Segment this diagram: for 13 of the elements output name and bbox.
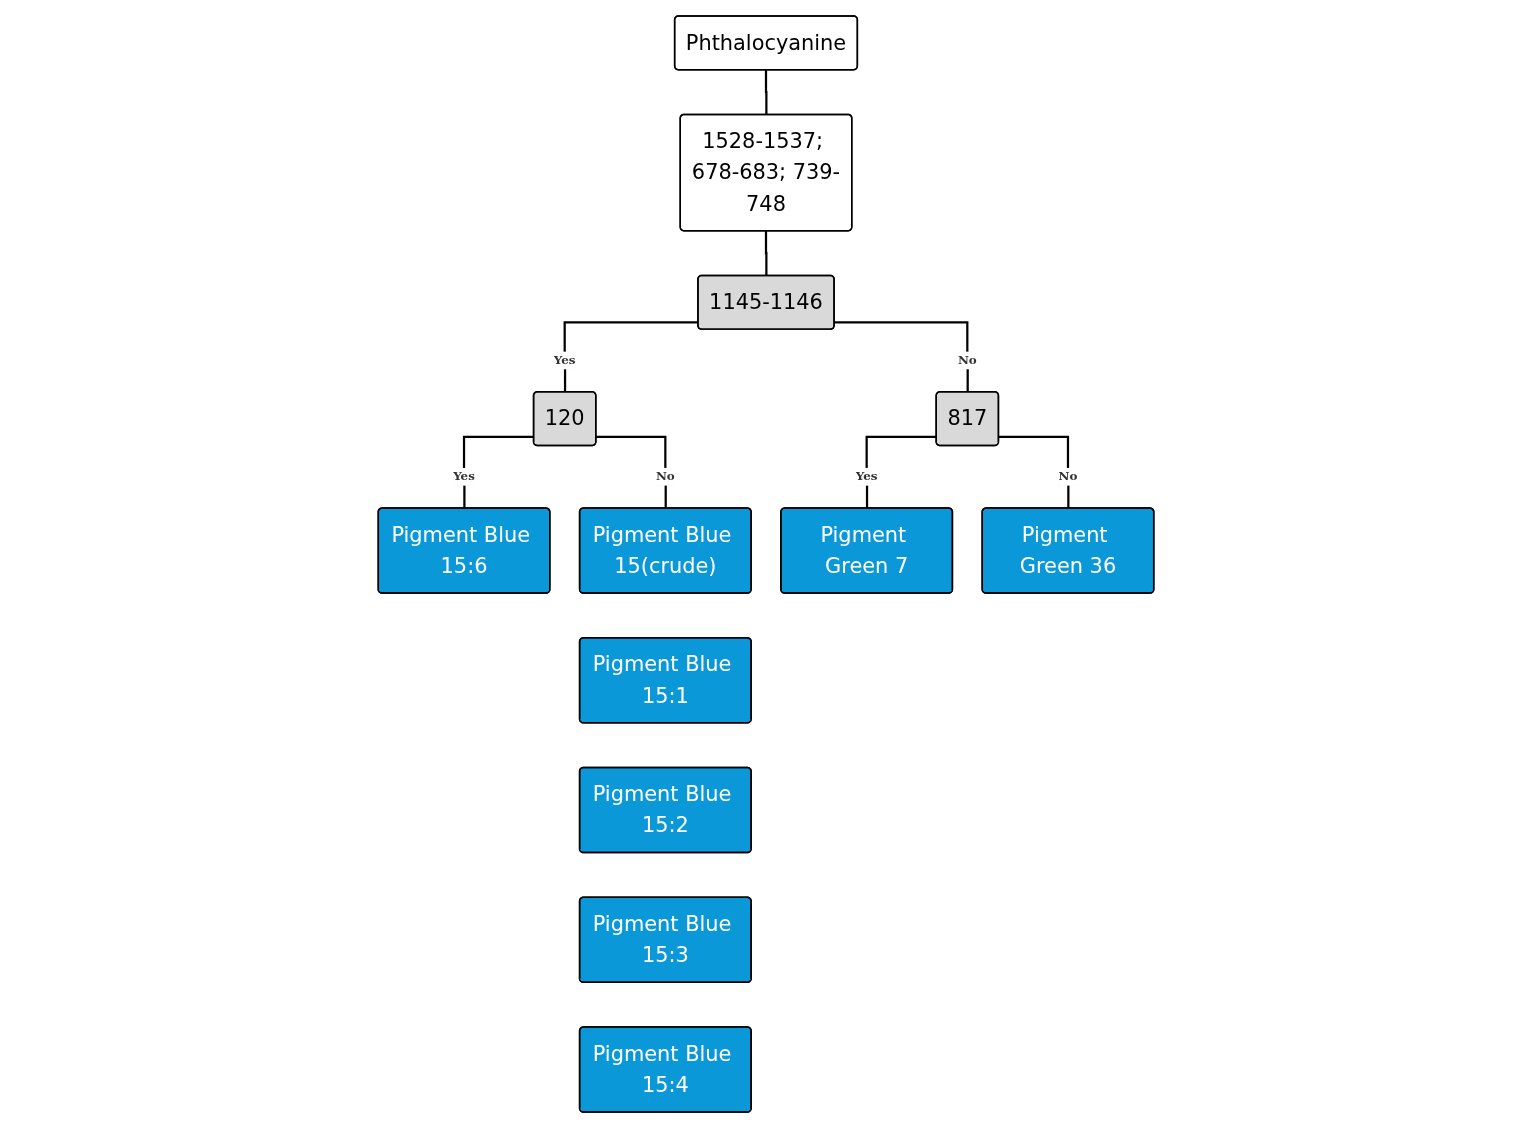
connector <box>596 435 667 509</box>
connector <box>998 435 1070 509</box>
edge-label: No <box>1058 469 1078 484</box>
edge-label: Yes <box>855 469 878 484</box>
edge-label: Yes <box>553 352 576 368</box>
edge-label: Yes <box>453 469 475 484</box>
connector <box>764 229 768 276</box>
connector <box>865 435 937 509</box>
connector <box>834 321 969 393</box>
connector <box>764 68 768 115</box>
edge-label: No <box>655 469 675 484</box>
connector <box>462 435 534 509</box>
edge-label: No <box>957 352 977 368</box>
